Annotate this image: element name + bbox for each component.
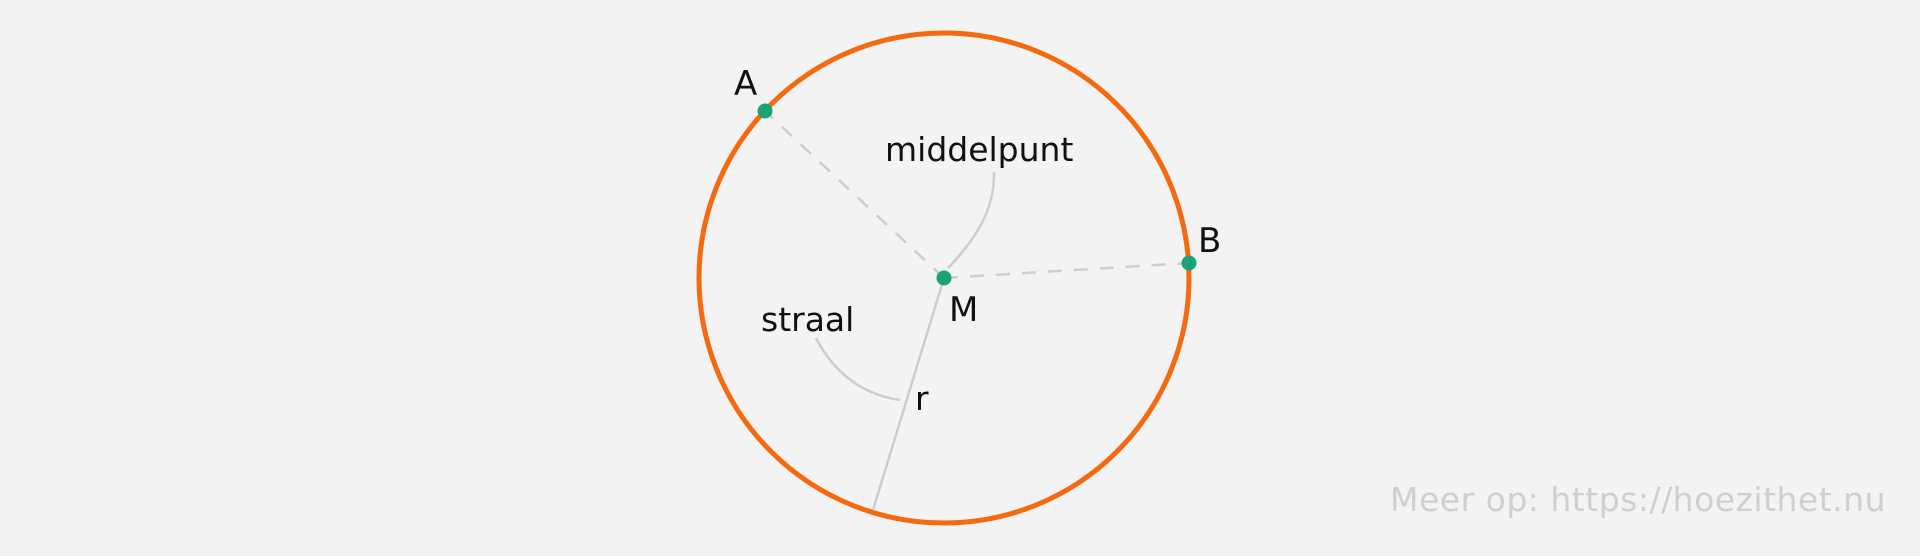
point-b-marker — [1181, 255, 1197, 271]
point-m-marker — [936, 270, 952, 286]
point-a-label: A — [734, 64, 757, 104]
circle-outline — [696, 30, 1192, 526]
radius-line — [871, 277, 946, 511]
source-watermark: Meer op: https://hoezithet.nu — [1390, 480, 1886, 519]
radius-pointer-curve — [814, 337, 901, 402]
radius-word-label: straal — [761, 300, 854, 339]
center-pointer-curve — [947, 171, 996, 269]
point-m-label: M — [949, 290, 978, 330]
center-label: middelpunt — [885, 130, 1073, 169]
point-a-marker — [757, 103, 773, 119]
dashed-segment-m-b — [943, 261, 1190, 280]
radius-symbol-label: r — [915, 379, 929, 418]
point-b-label: B — [1198, 221, 1221, 261]
